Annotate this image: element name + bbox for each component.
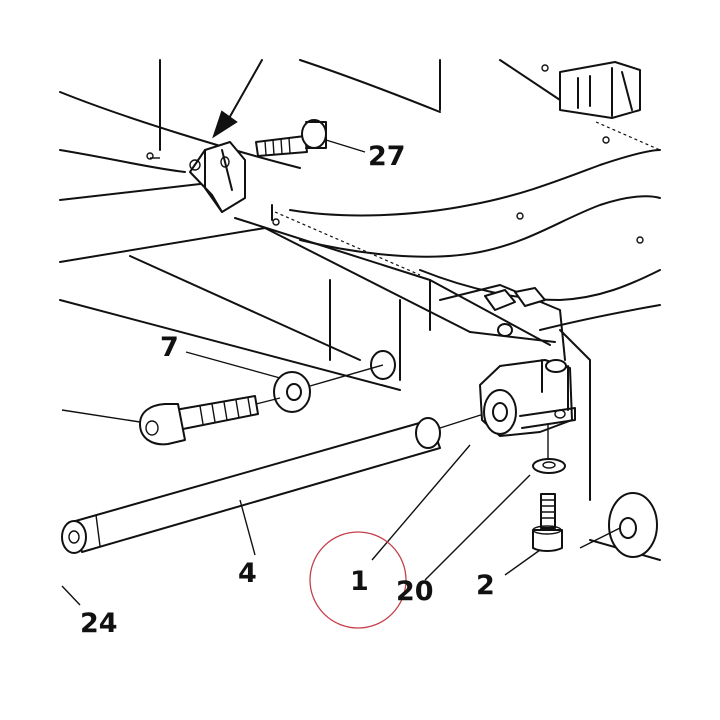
highlight-circle [309, 531, 407, 629]
leader-24 [61, 585, 81, 606]
leader-20 [424, 474, 531, 581]
arrow-icon [212, 59, 263, 139]
callout-24: 24 [80, 608, 118, 639]
bolt-with-cap [61, 395, 281, 446]
leader-2 [504, 549, 541, 576]
washer-20 [532, 424, 566, 474]
callout-1: 1 [350, 566, 369, 597]
callout-20: 20 [396, 576, 434, 607]
leader-7 [185, 351, 281, 379]
bolt-2 [532, 493, 563, 552]
leader-4 [239, 499, 256, 556]
shaft-4 [61, 411, 491, 554]
leader-1 [371, 444, 471, 561]
bolt-27 [255, 119, 366, 157]
mounting-bracket [146, 141, 280, 226]
callout-7: 7 [160, 332, 179, 363]
callout-2: 2 [476, 570, 495, 601]
callout-27: 27 [368, 141, 406, 172]
callout-4: 4 [238, 558, 257, 589]
washer-7 [273, 364, 384, 413]
frame-structure [59, 59, 661, 561]
pivot-block-1 [479, 359, 576, 437]
